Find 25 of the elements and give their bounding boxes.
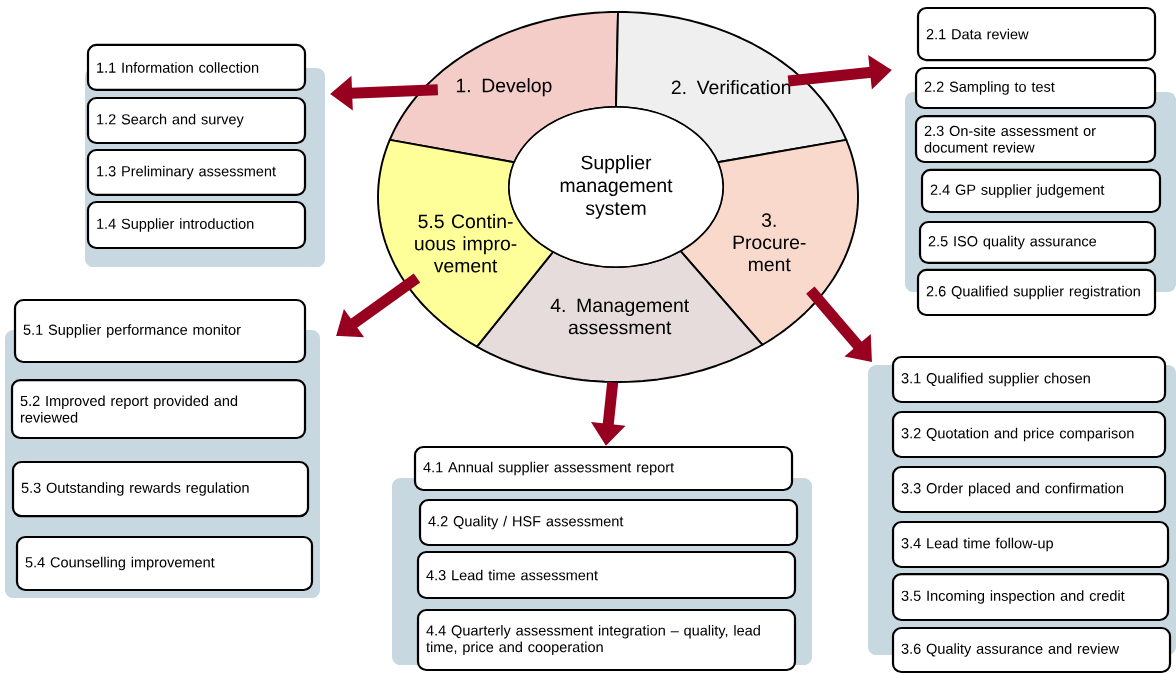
- step-box: 5.1 Supplier performance monitor: [13, 298, 307, 364]
- step-box: 2.5 ISO quality assurance: [918, 220, 1157, 265]
- step-box: 3.1 Qualified supplier chosen: [891, 355, 1167, 404]
- step-box: 3.4 Lead time follow-up: [891, 520, 1170, 569]
- step-box: 2.1 Data review: [916, 6, 1157, 62]
- step-box: 2.2 Sampling to test: [914, 66, 1157, 110]
- step-box: 3.2 Quotation and price comparison: [891, 410, 1167, 459]
- step-box: 1.4 Supplier introduction: [86, 200, 307, 250]
- arrow: [806, 286, 872, 362]
- step-box: 1.2 Search and survey: [86, 96, 307, 145]
- step-box: 4.4 Quarterly assessment integration – quality, lead time, price and cooperation: [416, 608, 797, 672]
- step-box: 3.5 Incoming inspection and credit: [891, 572, 1170, 622]
- step-box: 3.3 Order placed and confirmation: [891, 465, 1167, 514]
- step-box: 2.3 On-site assessment or document review: [914, 114, 1157, 164]
- step-box: 1.3 Preliminary assessment: [86, 148, 307, 197]
- step-box: 3.6 Quality assurance and review: [891, 626, 1172, 674]
- step-box: 5.3 Outstanding rewards regulation: [11, 460, 310, 518]
- step-box: 5.2 Improved report provided and reviewed: [10, 378, 307, 440]
- step-box: 4.2 Quality / HSF assessment: [418, 498, 799, 547]
- step-box: 1.1 Information collection: [86, 43, 307, 92]
- step-box: 4.3 Lead time assessment: [416, 550, 797, 600]
- step-box: 2.6 Qualified supplier registration: [916, 268, 1157, 317]
- step-box: 4.1 Annual supplier assessment report: [413, 445, 794, 492]
- step-box: 2.4 GP supplier judgement: [920, 168, 1162, 214]
- step-box: 5.4 Counselling improvement: [15, 535, 314, 592]
